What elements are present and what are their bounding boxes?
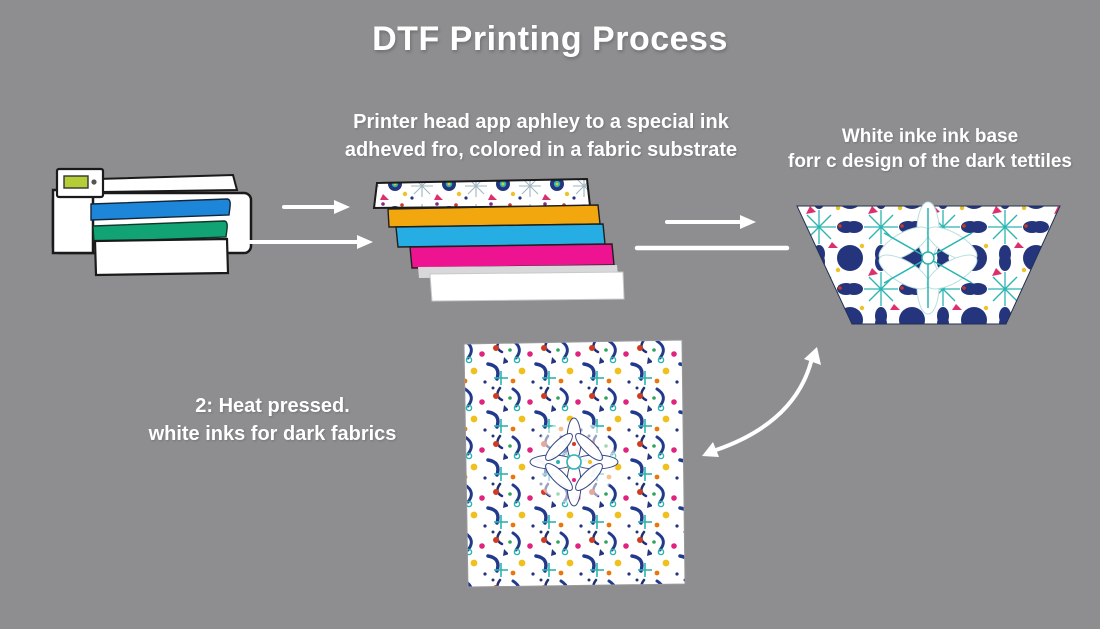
- fabric-center-mandala: [529, 417, 619, 507]
- heat-press-step-line1: 2: Heat pressed.: [195, 395, 350, 417]
- printer-left-tower: [51, 188, 95, 255]
- film-layer-magenta: [409, 243, 615, 269]
- heat-press-step-line2: white inks for dark fabrics: [148, 423, 397, 445]
- printer-power-button: [91, 179, 97, 185]
- film-layer-cyan: [395, 223, 606, 248]
- curved-double-arrow-icon: [702, 347, 821, 457]
- printer-paper-output: [93, 237, 230, 277]
- ink-step-line1: Printer head app aphley to a special ink: [353, 111, 729, 133]
- film-layer-white: [429, 271, 625, 302]
- ink-step-caption: Printer head app aphley to a special ink…: [291, 108, 791, 164]
- page-title: DTF Printing Process: [372, 20, 728, 58]
- heat-press-step-caption: 2: Heat pressed. white inks for dark fab…: [125, 392, 420, 448]
- white-ink-step-line2: forr c design of the dark tettiles: [788, 151, 1072, 172]
- arrow-right-icon-printer-top: [282, 200, 350, 214]
- printer-stripe-green: [92, 220, 228, 243]
- printer-screen: [63, 175, 89, 189]
- film-stack-illustration: [372, 177, 625, 302]
- printed-fabric-square: [463, 339, 686, 588]
- film-layer-pattern: [372, 177, 592, 210]
- arrow-right-icon-stack-to-film: [665, 215, 756, 229]
- white-ink-step-line1: White inke ink base: [841, 126, 1019, 147]
- ink-step-line2: adheved fro, colored in a fabric substra…: [344, 139, 738, 161]
- printer-stripe-blue: [90, 198, 231, 221]
- dtf-printer-illustration: [51, 167, 253, 277]
- transfer-film-trapezoid: [796, 201, 1061, 325]
- film-layer-orange: [387, 204, 601, 228]
- trapezoid-center-flower: [878, 201, 978, 315]
- white-ink-step-caption: White inke ink base forr c design of the…: [770, 124, 1090, 174]
- printer-top-sheet: [95, 173, 239, 194]
